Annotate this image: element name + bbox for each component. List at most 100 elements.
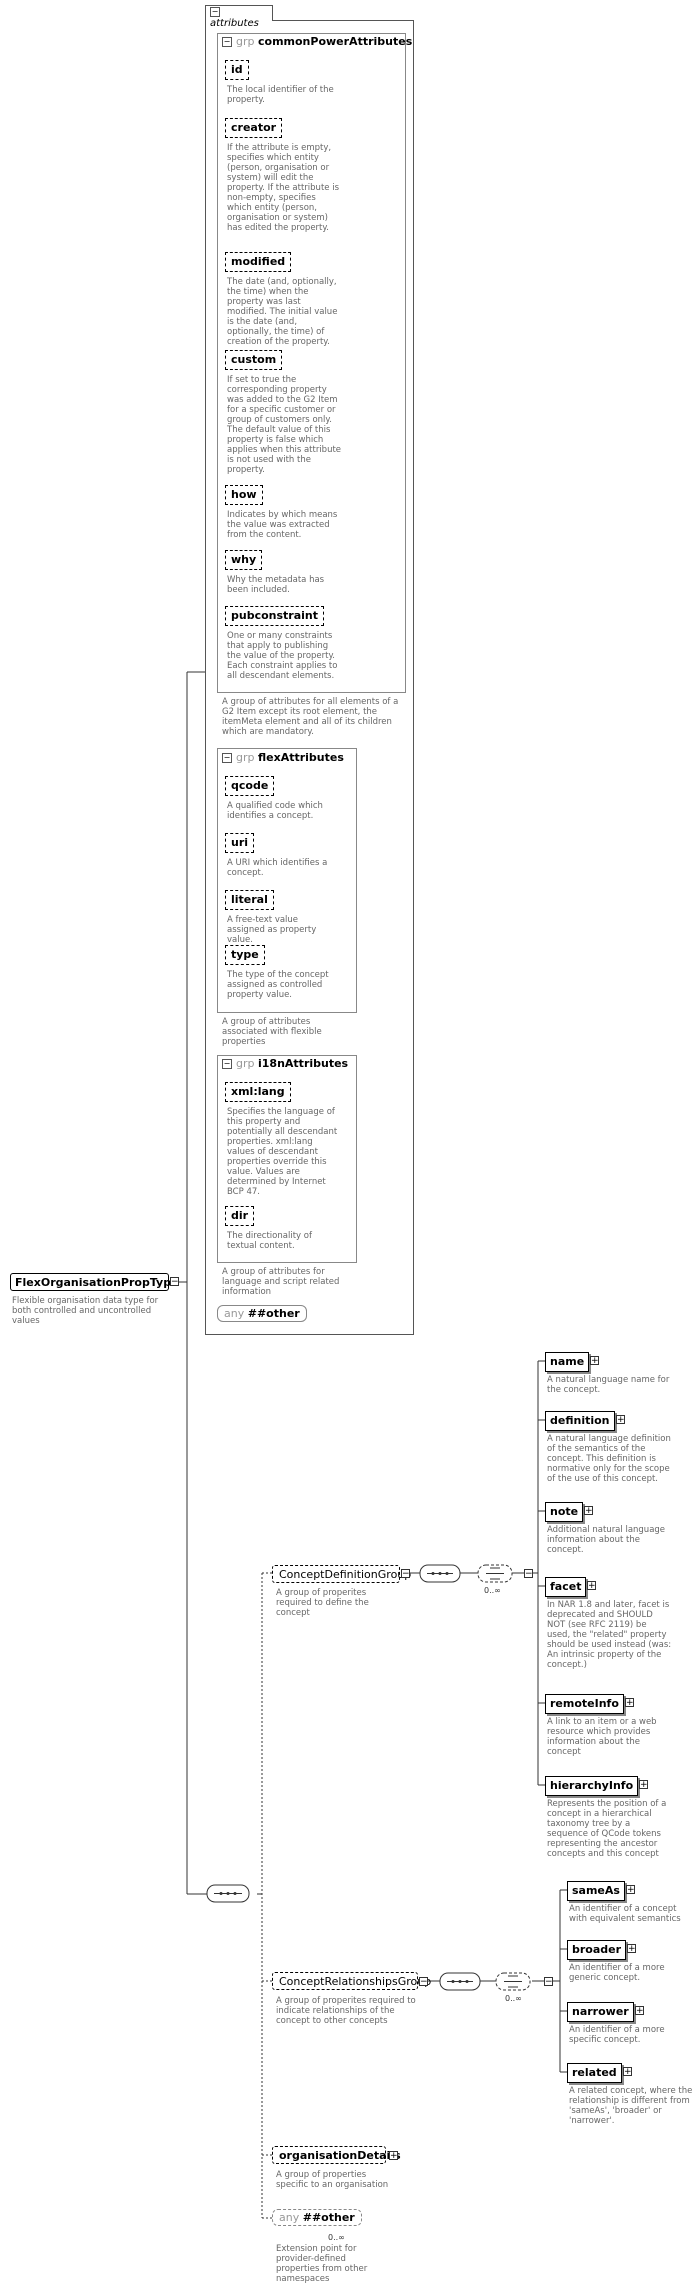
element-label: sameAs bbox=[572, 1884, 620, 1897]
expand-icon[interactable]: + bbox=[627, 1944, 636, 1954]
any-other-attribute[interactable]: any ##other bbox=[217, 1305, 307, 1322]
attribute-uri[interactable]: uri bbox=[225, 833, 255, 853]
attribute-type[interactable]: type bbox=[225, 945, 265, 965]
attribute-description: A qualified code which identifies a conc… bbox=[227, 801, 323, 821]
root-description: Flexible organisation data type for both… bbox=[12, 1296, 159, 1326]
concept-relationships-group[interactable]: ConceptRelationshipsGroup bbox=[272, 1972, 431, 1990]
organisation-details-expand-icon[interactable]: + bbox=[389, 2151, 398, 2161]
collapse-icon[interactable]: − bbox=[222, 1059, 232, 1069]
attribute-why[interactable]: why bbox=[225, 550, 263, 570]
attribute-pubconstraint[interactable]: pubconstraint bbox=[225, 606, 325, 626]
expand-icon[interactable]: + bbox=[623, 2067, 632, 2077]
attribute-dir[interactable]: dir bbox=[225, 1206, 255, 1226]
expand-icon[interactable]: + bbox=[626, 1885, 635, 1895]
element-label: broader bbox=[572, 1943, 622, 1956]
attributes-tab[interactable]: −attributes bbox=[205, 5, 273, 29]
concept-relationships-description: A group of properites required to indica… bbox=[276, 1996, 416, 2026]
group-flex-title: −grp flexAttributes bbox=[222, 751, 344, 764]
expand-icon[interactable]: + bbox=[590, 1356, 599, 1366]
element-description: A natural language name for the concept. bbox=[547, 1375, 670, 1395]
expand-icon[interactable]: + bbox=[625, 1698, 634, 1708]
group-flex-description: A group of attributes associated with fl… bbox=[222, 1017, 322, 1047]
element-narrower[interactable]: narrower bbox=[567, 2002, 634, 2022]
element-label: narrower bbox=[572, 2005, 629, 2018]
any-other-element-cardinality: 0..∞ bbox=[328, 2233, 345, 2242]
element-label: definition bbox=[550, 1414, 610, 1427]
group-i18n-title: −grp i18nAttributes bbox=[222, 1057, 349, 1070]
concept-definition-cardinality: 0..∞ bbox=[484, 1586, 501, 1595]
attribute-description: The directionality of textual content. bbox=[227, 1231, 312, 1251]
attribute-description: The date (and, optionally, the time) whe… bbox=[227, 277, 338, 347]
attribute-description: Indicates by which means the value was e… bbox=[227, 510, 338, 540]
concept-definition-group[interactable]: ConceptDefinitionGroup bbox=[272, 1565, 411, 1583]
any-other-element-description: Extension point for provider-defined pro… bbox=[276, 2244, 368, 2284]
attribute-literal[interactable]: literal bbox=[225, 890, 274, 910]
element-description: Represents the position of a concept in … bbox=[547, 1799, 667, 1859]
element-note[interactable]: note bbox=[545, 1502, 584, 1522]
element-hierarchyinfo[interactable]: hierarchyInfo bbox=[545, 1776, 639, 1796]
organisation-details-description: A group of properties specific to an org… bbox=[276, 2170, 389, 2190]
choice-collapse-icon[interactable]: − bbox=[544, 1977, 553, 1987]
any-other-element[interactable]: any ##other bbox=[272, 2209, 362, 2226]
attribute-description: Specifies the language of this property … bbox=[227, 1107, 338, 1197]
element-description: An identifier of a concept with equivale… bbox=[569, 1904, 681, 1924]
expand-icon[interactable]: + bbox=[616, 1415, 625, 1425]
attribute-creator[interactable]: creator bbox=[225, 118, 283, 138]
element-label: name bbox=[550, 1355, 585, 1368]
collapse-icon[interactable]: − bbox=[222, 37, 232, 47]
element-broader[interactable]: broader bbox=[567, 1940, 627, 1960]
element-remoteinfo[interactable]: remoteInfo bbox=[545, 1694, 624, 1714]
concept-definition-description: A group of properites required to define… bbox=[276, 1588, 369, 1618]
element-description: A related concept, where the relationshi… bbox=[569, 2086, 693, 2126]
element-label: note bbox=[550, 1505, 579, 1518]
element-description: An identifier of a more generic concept. bbox=[569, 1963, 665, 1983]
root-element-name: FlexOrganisationPropType bbox=[15, 1276, 179, 1289]
choice-collapse-icon[interactable]: − bbox=[524, 1569, 533, 1579]
element-name[interactable]: name bbox=[545, 1352, 590, 1372]
concept-relationships-cardinality: 0..∞ bbox=[505, 1994, 522, 2003]
element-related[interactable]: related bbox=[567, 2063, 622, 2083]
attributes-tab-label: attributes bbox=[210, 18, 259, 29]
concept-relationships-expand-icon[interactable]: − bbox=[419, 1977, 428, 1987]
element-definition[interactable]: definition bbox=[545, 1411, 615, 1431]
attribute-custom[interactable]: custom bbox=[225, 350, 283, 370]
expand-icon[interactable]: + bbox=[639, 1780, 648, 1790]
element-description: Additional natural language information … bbox=[547, 1525, 666, 1555]
element-description: A natural language definition of the sem… bbox=[547, 1434, 671, 1484]
element-label: remoteInfo bbox=[550, 1697, 619, 1710]
element-label: hierarchyInfo bbox=[550, 1779, 634, 1792]
concept-definition-expand-icon[interactable]: − bbox=[401, 1569, 410, 1579]
group-i18n-description: A group of attributes for language and s… bbox=[222, 1267, 340, 1297]
collapse-icon[interactable]: − bbox=[222, 753, 232, 763]
attribute-xml-lang[interactable]: xml:lang bbox=[225, 1082, 291, 1102]
element-label: facet bbox=[550, 1580, 582, 1593]
attribute-qcode[interactable]: qcode bbox=[225, 776, 275, 796]
attribute-description: If the attribute is empty, specifies whi… bbox=[227, 143, 339, 233]
element-description: In NAR 1.8 and later, facet is deprecate… bbox=[547, 1600, 672, 1670]
group-common-power-description: A group of attributes for all elements o… bbox=[222, 697, 399, 737]
attribute-description: One or many constraints that apply to pu… bbox=[227, 631, 338, 681]
attribute-modified[interactable]: modified bbox=[225, 252, 292, 272]
expand-icon[interactable]: + bbox=[587, 1581, 596, 1591]
collapse-icon[interactable]: − bbox=[210, 7, 220, 17]
element-description: An identifier of a more specific concept… bbox=[569, 2025, 665, 2045]
element-sameas[interactable]: sameAs bbox=[567, 1881, 625, 1901]
organisation-details[interactable]: organisationDetails bbox=[272, 2146, 401, 2164]
expand-icon[interactable]: + bbox=[635, 2006, 644, 2016]
element-description: A link to an item or a web resource whic… bbox=[547, 1717, 657, 1757]
attribute-description: The local identifier of the property. bbox=[227, 85, 334, 105]
attribute-description: The type of the concept assigned as cont… bbox=[227, 970, 329, 1000]
attribute-how[interactable]: how bbox=[225, 485, 263, 505]
attribute-description: If set to true the corresponding propert… bbox=[227, 375, 342, 475]
attribute-id[interactable]: id bbox=[225, 60, 249, 80]
attribute-description: A URI which identifies a concept. bbox=[227, 858, 328, 878]
expand-icon[interactable]: + bbox=[584, 1506, 593, 1516]
group-common-power-title: −grp commonPowerAttributes bbox=[222, 35, 413, 48]
root-element[interactable]: FlexOrganisationPropType bbox=[10, 1273, 179, 1291]
element-label: related bbox=[572, 2066, 617, 2079]
element-facet[interactable]: facet bbox=[545, 1577, 587, 1597]
root-expand-icon[interactable]: − bbox=[170, 1277, 179, 1287]
attribute-description: A free-text value assigned as property v… bbox=[227, 915, 317, 945]
attribute-description: Why the metadata has been included. bbox=[227, 575, 325, 595]
